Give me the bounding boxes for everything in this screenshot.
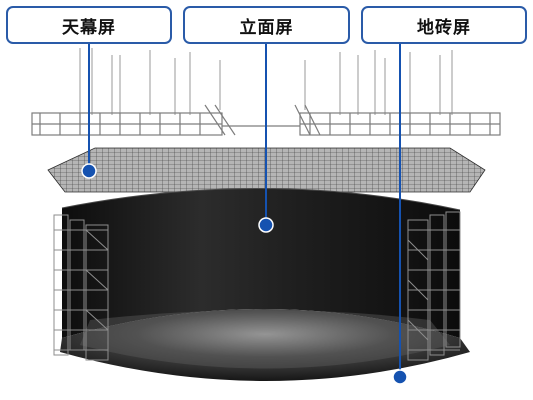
side-scaffold-right [407,211,461,361]
side-scaffold-left [53,214,109,361]
marker-dot-ceiling [81,163,97,179]
curved-wall-screen [61,187,461,338]
label-ceiling-screen: 天幕屏 [6,6,172,44]
floor-tile-screen [60,309,470,381]
markers [81,163,408,385]
label-floor-screen: 地砖屏 [361,6,527,44]
label-wall-screen: 立面屏 [183,6,350,44]
leader-lines [88,44,401,376]
label-ceiling-screen-text: 天幕屏 [62,17,116,38]
marker-dot-floor [392,369,408,385]
marker-dot-wall [258,217,274,233]
label-floor-screen-text: 地砖屏 [417,17,471,38]
hanging-rods [79,48,453,115]
label-wall-screen-text: 立面屏 [239,17,294,38]
